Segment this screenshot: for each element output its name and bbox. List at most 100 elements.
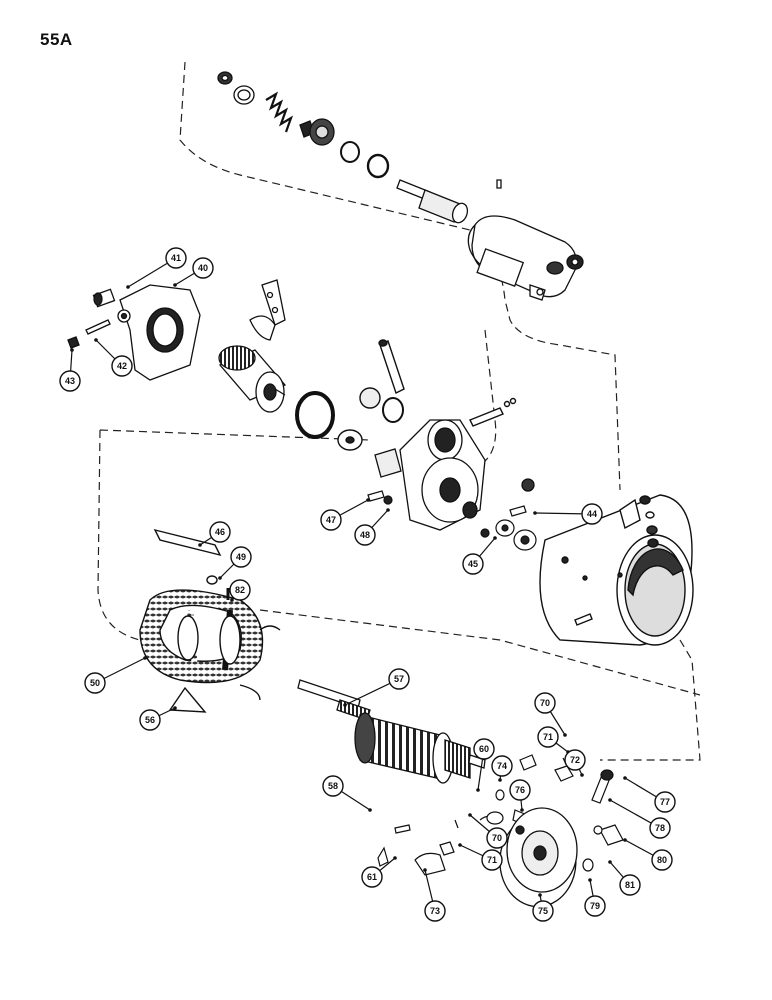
callout-number: 70 xyxy=(540,698,550,708)
callout-number: 49 xyxy=(236,552,246,562)
callout-circle xyxy=(388,668,410,690)
callout-81: 81 xyxy=(608,860,641,896)
callout-71: 71 xyxy=(537,726,570,754)
leader-arrow xyxy=(468,813,472,817)
callout-number: 41 xyxy=(171,253,181,263)
callout-number: 70 xyxy=(492,833,502,843)
field-frame xyxy=(539,494,694,646)
callout-76: 76 xyxy=(509,779,531,812)
callout-circle xyxy=(192,257,214,279)
leader-arrow xyxy=(218,576,222,580)
solenoid-plunger-parts xyxy=(217,71,469,224)
callout-circle xyxy=(139,709,161,731)
callout-circle xyxy=(473,738,495,760)
callout-number: 46 xyxy=(215,527,225,537)
callout-number: 76 xyxy=(515,785,525,795)
callout-circle xyxy=(509,779,531,801)
leader-arrow xyxy=(538,893,542,897)
leader-arrow xyxy=(230,598,234,602)
leader-arrow xyxy=(493,536,497,540)
callout-circle xyxy=(229,579,251,601)
callout-circle xyxy=(361,866,383,888)
callout-number: 79 xyxy=(590,901,600,911)
shift-lever xyxy=(249,279,286,341)
leader-arrow xyxy=(386,508,390,512)
callout-circle xyxy=(59,370,81,392)
callout-number: 78 xyxy=(655,823,665,833)
seals-and-washers xyxy=(295,339,517,451)
callout-circle xyxy=(111,355,133,377)
callout-number: 80 xyxy=(657,855,667,865)
callout-circle xyxy=(322,775,344,797)
leader-arrow xyxy=(198,543,202,547)
callout-circle xyxy=(84,672,106,694)
callout-77: 77 xyxy=(623,776,676,813)
callout-circle xyxy=(532,900,554,922)
callout-number: 57 xyxy=(394,674,404,684)
callout-circle xyxy=(486,827,508,849)
leader-arrow xyxy=(476,788,480,792)
callout-41: 41 xyxy=(126,247,187,289)
leader-arrow xyxy=(533,511,537,515)
callout-44: 44 xyxy=(533,503,603,525)
callout-circle xyxy=(491,755,513,777)
drive-end-housing xyxy=(374,419,535,531)
callout-48: 48 xyxy=(354,508,390,546)
callout-70: 70 xyxy=(534,692,567,737)
leader-arrow xyxy=(623,838,627,842)
leader-arrow xyxy=(143,656,147,660)
leader-arrow xyxy=(368,808,372,812)
callout-number: 48 xyxy=(360,530,370,540)
leader-arrow xyxy=(520,808,524,812)
callout-number: 44 xyxy=(587,509,597,519)
callout-circle xyxy=(534,692,556,714)
leader-arrow xyxy=(126,285,130,289)
callout-circle xyxy=(354,524,376,546)
leader-arrow xyxy=(588,878,592,882)
callout-number: 58 xyxy=(328,781,338,791)
callout-circle xyxy=(619,874,641,896)
leader-arrow xyxy=(498,778,502,782)
callout-73: 73 xyxy=(423,868,446,922)
callout-circle xyxy=(320,509,342,531)
callout-49: 49 xyxy=(218,546,252,580)
callout-57: 57 xyxy=(343,668,410,707)
leader-arrow xyxy=(70,348,74,352)
brush-parts xyxy=(377,754,574,876)
leader-arrow xyxy=(608,798,612,802)
callout-72: 72 xyxy=(564,749,586,777)
callout-number: 45 xyxy=(468,559,478,569)
callout-47: 47 xyxy=(320,498,370,531)
fasteners-mid xyxy=(367,490,537,551)
callout-circle xyxy=(649,817,671,839)
armature xyxy=(297,679,486,784)
callout-circle xyxy=(209,521,231,543)
callout-79: 79 xyxy=(584,878,606,917)
callout-circle xyxy=(564,749,586,771)
callout-circle xyxy=(165,247,187,269)
callout-number: 73 xyxy=(430,906,440,916)
callout-43: 43 xyxy=(59,348,81,392)
end-hardware xyxy=(486,769,624,872)
callout-circle xyxy=(537,726,559,748)
field-coils xyxy=(139,528,281,701)
callout-circle xyxy=(230,546,252,568)
callout-circle xyxy=(424,900,446,922)
callout-78: 78 xyxy=(608,798,671,839)
callout-number: 72 xyxy=(570,755,580,765)
leader-arrow xyxy=(623,776,627,780)
callout-number: 71 xyxy=(543,732,553,742)
callout-number: 75 xyxy=(538,906,548,916)
page-title: 55A xyxy=(40,30,73,49)
callout-46: 46 xyxy=(198,521,231,547)
leader-arrow xyxy=(608,860,612,864)
callout-number: 81 xyxy=(625,880,635,890)
leader-arrow xyxy=(393,856,397,860)
callout-80: 80 xyxy=(623,838,673,871)
insulator-triangle xyxy=(168,686,207,713)
callout-58: 58 xyxy=(322,775,372,812)
callout-61: 61 xyxy=(361,856,397,888)
